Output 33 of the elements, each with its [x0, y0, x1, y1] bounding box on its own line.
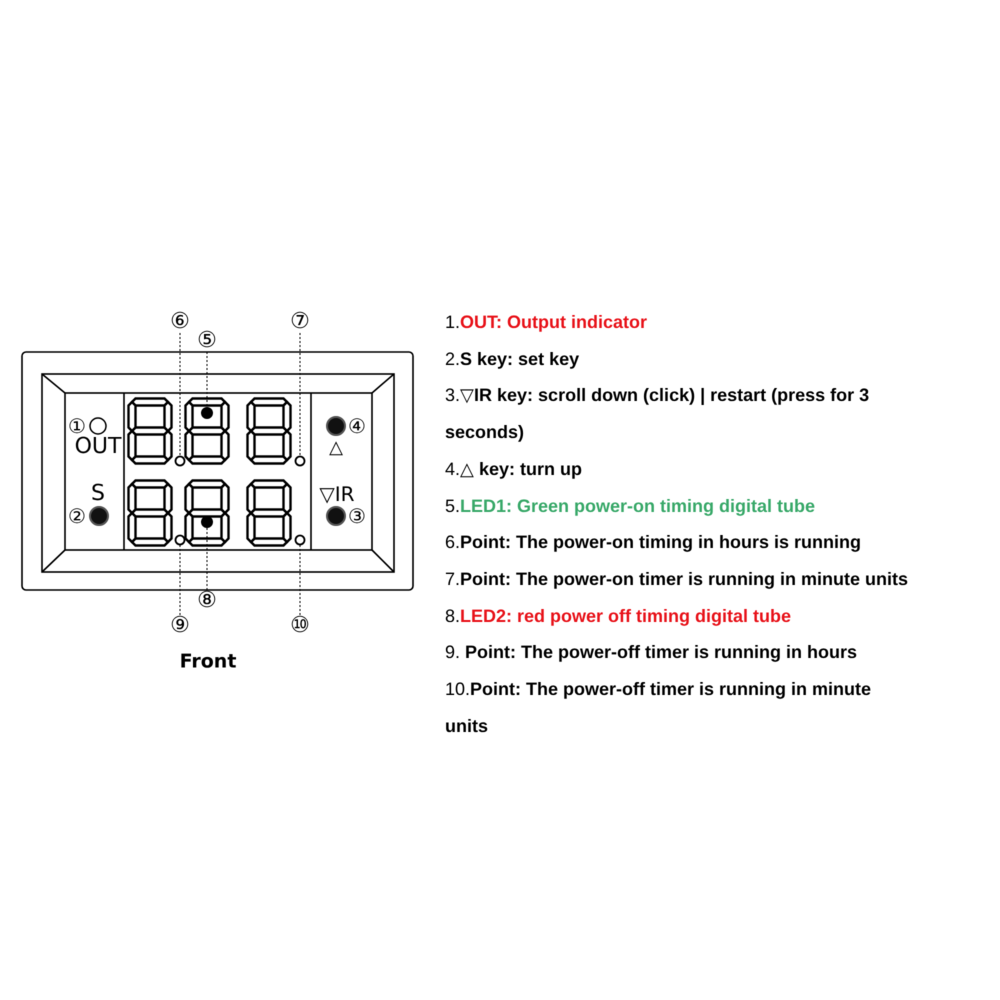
description-text: 7.Point: The power-on timer is running in minute units — [445, 568, 910, 591]
description-text: 4.△ key: turn up — [445, 458, 584, 481]
segment-dot — [201, 516, 213, 528]
callout-number: ⑤ — [197, 330, 217, 352]
decimal-point — [294, 534, 306, 546]
description-text: 9. Point: The power-off timer is running in hours — [445, 641, 858, 664]
description-text: 8.LED2: red power off timing digital tube — [445, 604, 792, 628]
description-text: 1.OUT: Output indicator — [445, 311, 648, 334]
key-label: S — [91, 483, 105, 505]
leader-line — [206, 528, 208, 590]
callout-number: ① — [68, 416, 86, 436]
callout-number: ⑦ — [290, 311, 310, 333]
decimal-point — [174, 456, 186, 466]
callout-number: ⑩ — [290, 615, 310, 637]
caption-text: Front — [180, 652, 236, 672]
description-text: 2.S key: set key — [445, 348, 580, 371]
decimal-point — [294, 456, 306, 466]
callout-number: ⑨ — [170, 615, 190, 637]
callout-number: ② — [68, 506, 86, 526]
callout-number: ③ — [348, 506, 366, 526]
description-text: 6.Point: The power-on timing in hours is running — [445, 531, 862, 554]
description-text: 3.▽IR key: scroll down (click) | restart (press for 3 seconds) — [445, 384, 870, 444]
leader-line — [206, 352, 208, 408]
segment-dot — [201, 407, 213, 419]
callout-number: ⑧ — [197, 590, 217, 612]
key-label: ▽IR — [319, 484, 355, 504]
description-text: 10.Point: The power-off timer is running in minute units — [445, 678, 872, 738]
callout-number: ④ — [348, 416, 366, 436]
callout-number: ⑥ — [170, 311, 190, 333]
indicator-label: OUT — [74, 436, 122, 458]
decimal-point — [174, 534, 186, 546]
description-text: 5.LED1: Green power-on timing digital tube — [445, 494, 816, 518]
key-label: △ — [329, 439, 343, 457]
